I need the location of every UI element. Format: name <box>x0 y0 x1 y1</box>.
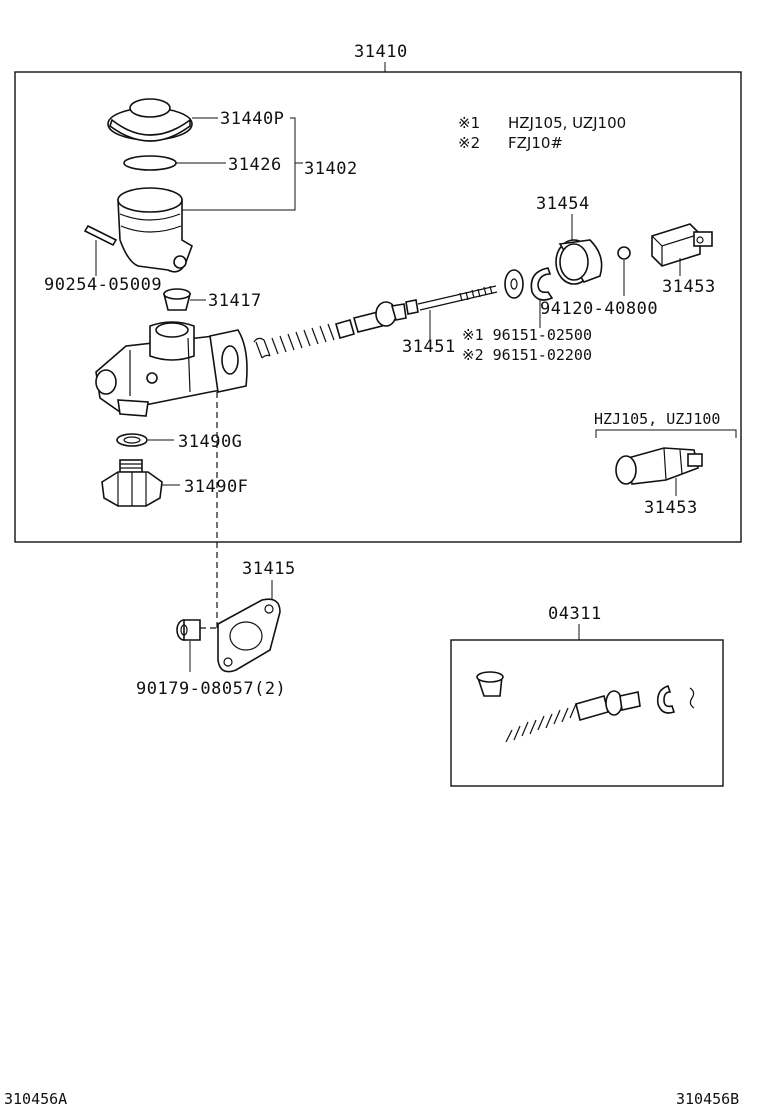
push-rod-icon <box>405 285 498 315</box>
label-gasket: 31415 <box>242 559 296 579</box>
switch-alt-icon <box>615 447 703 485</box>
snap-ring-icon <box>530 267 554 301</box>
label-cap: 31440P <box>220 109 284 129</box>
gasket-washer-icon <box>116 433 148 447</box>
legend-note1-text: HZJ105, UZJ100 <box>508 114 626 132</box>
reservoir-cap-icon <box>107 98 193 142</box>
label-diaphragm: 31426 <box>228 155 282 175</box>
footer-right-code: 310456B <box>676 1090 739 1108</box>
label-gasket-washer: 31490G <box>178 432 242 452</box>
label-piston-kit-ref: 31454 <box>536 194 590 214</box>
label-repair-kit: 04311 <box>548 604 602 624</box>
legend-note1-mark: ※1 <box>458 114 480 132</box>
switch-icon <box>651 223 713 267</box>
repair-kit-parts-icon <box>476 671 695 743</box>
washer-icon <box>504 269 524 299</box>
label-switch: 31453 <box>662 277 716 297</box>
bracket-label: HZJ105, UZJ100 <box>594 410 720 428</box>
union-icon <box>101 459 163 507</box>
piston-spring-icon <box>253 301 407 359</box>
gasket-icon <box>217 598 281 673</box>
master-cylinder-body-icon <box>95 321 248 417</box>
nut-icon <box>176 619 201 641</box>
reservoir-icon <box>117 187 193 273</box>
legend: ※1 HZJ105, UZJ100 ※2 FZJ10# <box>458 114 626 152</box>
label-rod-note-1: ※1 96151-02500 <box>462 326 592 344</box>
grommet-icon <box>162 288 192 311</box>
repair-kit-box <box>450 639 724 787</box>
label-push-rod: 31451 <box>402 337 456 357</box>
boot-icon <box>555 239 603 285</box>
diaphragm-icon <box>123 155 177 171</box>
label-rod-note-2: ※2 96151-02200 <box>462 346 592 364</box>
label-assembly: 31410 <box>354 42 408 62</box>
clip-icon <box>617 246 631 260</box>
legend-note2-mark: ※2 <box>458 134 480 152</box>
label-reservoir-pin: 90254-05009 <box>44 275 162 295</box>
label-snap-ring: 94120-40800 <box>540 299 658 319</box>
footer-left-code: 310456A <box>4 1090 67 1108</box>
label-nut: 90179-08057(2) <box>136 679 286 699</box>
legend-note2-text: FZJ10# <box>508 134 563 152</box>
reservoir-pin-icon <box>83 224 118 247</box>
assembly-box <box>14 71 742 543</box>
label-grommet: 31417 <box>208 291 262 311</box>
label-union: 31490F <box>184 477 248 497</box>
label-switch-alt: 31453 <box>644 498 698 518</box>
label-reservoir-set: 31402 <box>304 159 358 179</box>
